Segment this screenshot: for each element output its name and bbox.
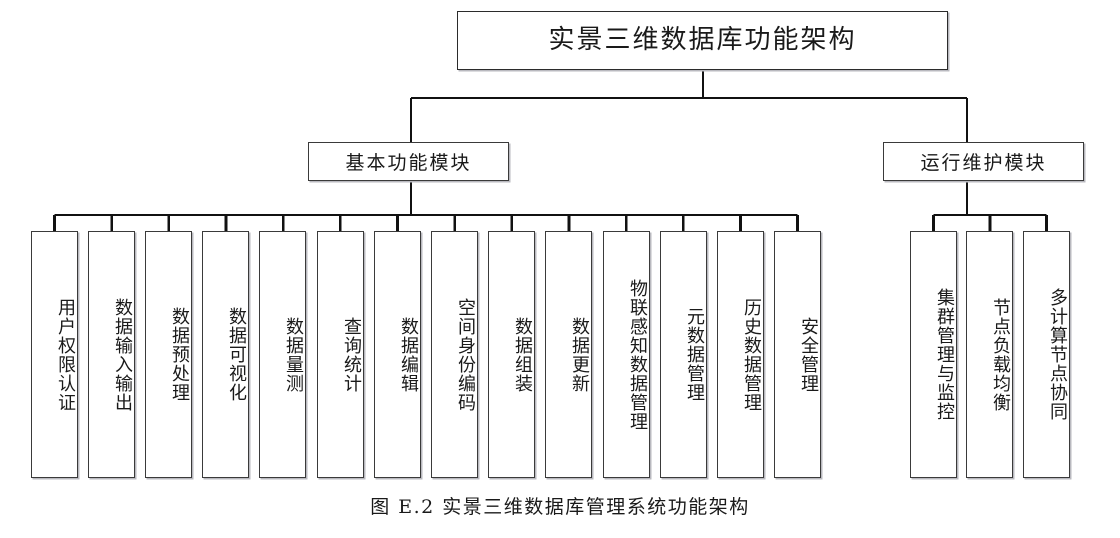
leaf-text-wrap: 安全管理 <box>775 232 820 477</box>
node-leaf-spatial-identity-coding[interactable]: 空间身份编码 <box>431 231 478 478</box>
leaf-text-wrap: 查询统计 <box>318 232 363 477</box>
node-leaf-security-management[interactable]: 安全管理 <box>774 231 821 478</box>
node-leaf-query-statistics[interactable]: 查询统计 <box>317 231 364 478</box>
node-root[interactable]: 实景三维数据库功能架构 <box>457 11 948 70</box>
node-leaf-label: 物联感知数据管理 <box>627 278 648 431</box>
leaf-text-wrap: 数据预处理 <box>146 232 191 477</box>
node-leaf-data-update[interactable]: 数据更新 <box>545 231 592 478</box>
leaf-text-wrap: 数据输入输出 <box>89 232 134 477</box>
node-leaf-label: 多计算节点协同 <box>1047 288 1068 421</box>
node-leaf-label: 数据组装 <box>512 316 533 393</box>
figure-caption: 图 E.2 实景三维数据库管理系统功能架构 <box>370 496 750 518</box>
leaf-text-wrap: 空间身份编码 <box>432 232 477 477</box>
node-basic-function-module[interactable]: 基本功能模块 <box>308 142 509 181</box>
node-leaf-label: 集群管理与监控 <box>934 288 955 421</box>
leaf-text-wrap: 历史数据管理 <box>718 232 763 477</box>
node-leaf-metadata-management[interactable]: 元数据管理 <box>660 231 707 478</box>
node-leaf-historical-data-management[interactable]: 历史数据管理 <box>717 231 764 478</box>
leaf-text-wrap: 集群管理与监控 <box>911 232 956 477</box>
node-leaf-user-permission-auth[interactable]: 用户权限认证 <box>31 231 78 478</box>
node-leaf-label: 数据可视化 <box>226 307 247 402</box>
node-leaf-label: 数据预处理 <box>169 307 190 402</box>
node-leaf-label: 历史数据管理 <box>741 297 762 412</box>
node-leaf-label: 查询统计 <box>341 316 362 393</box>
node-operation-maintenance-module-label: 运行维护模块 <box>920 152 1047 174</box>
connector-leaf-drops <box>53 215 1048 231</box>
leaf-text-wrap: 数据量测 <box>260 232 305 477</box>
leaf-text-wrap: 元数据管理 <box>661 232 706 477</box>
node-leaf-data-preprocessing[interactable]: 数据预处理 <box>145 231 192 478</box>
node-leaf-data-editing[interactable]: 数据编辑 <box>374 231 421 478</box>
node-leaf-data-visualization[interactable]: 数据可视化 <box>202 231 249 478</box>
leaf-text-wrap: 数据可视化 <box>203 232 248 477</box>
leaf-text-wrap: 物联感知数据管理 <box>604 232 649 477</box>
leaf-text-wrap: 节点负载均衡 <box>967 232 1012 477</box>
node-leaf-label: 数据编辑 <box>398 316 419 393</box>
node-leaf-label: 安全管理 <box>798 316 819 393</box>
leaf-text-wrap: 数据更新 <box>546 232 591 477</box>
node-leaf-label: 节点负载均衡 <box>990 297 1011 412</box>
node-basic-function-module-label: 基本功能模块 <box>345 152 472 174</box>
leaf-text-wrap: 数据组装 <box>489 232 534 477</box>
node-operation-maintenance-module[interactable]: 运行维护模块 <box>883 142 1084 181</box>
node-leaf-data-assembly[interactable]: 数据组装 <box>488 231 535 478</box>
leaf-text-wrap: 数据编辑 <box>375 232 420 477</box>
node-leaf-label: 数据输入输出 <box>112 297 133 412</box>
node-leaf-cluster-management-monitoring[interactable]: 集群管理与监控 <box>910 231 957 478</box>
leaf-text-wrap: 用户权限认证 <box>32 232 77 477</box>
node-leaf-iot-sensing-data-management[interactable]: 物联感知数据管理 <box>603 231 650 478</box>
node-leaf-node-load-balancing[interactable]: 节点负载均衡 <box>966 231 1013 478</box>
node-leaf-multi-compute-node-collaboration[interactable]: 多计算节点协同 <box>1023 231 1070 478</box>
node-root-label: 实景三维数据库功能架构 <box>548 25 857 56</box>
node-leaf-label: 数据量测 <box>283 316 304 393</box>
leaf-text-wrap: 多计算节点协同 <box>1024 232 1069 477</box>
node-leaf-data-measurement[interactable]: 数据量测 <box>259 231 306 478</box>
node-leaf-data-input-output[interactable]: 数据输入输出 <box>88 231 135 478</box>
node-leaf-label: 数据更新 <box>569 316 590 393</box>
node-leaf-label: 元数据管理 <box>684 307 705 402</box>
node-leaf-label: 用户权限认证 <box>55 297 76 412</box>
node-leaf-label: 空间身份编码 <box>455 297 476 412</box>
